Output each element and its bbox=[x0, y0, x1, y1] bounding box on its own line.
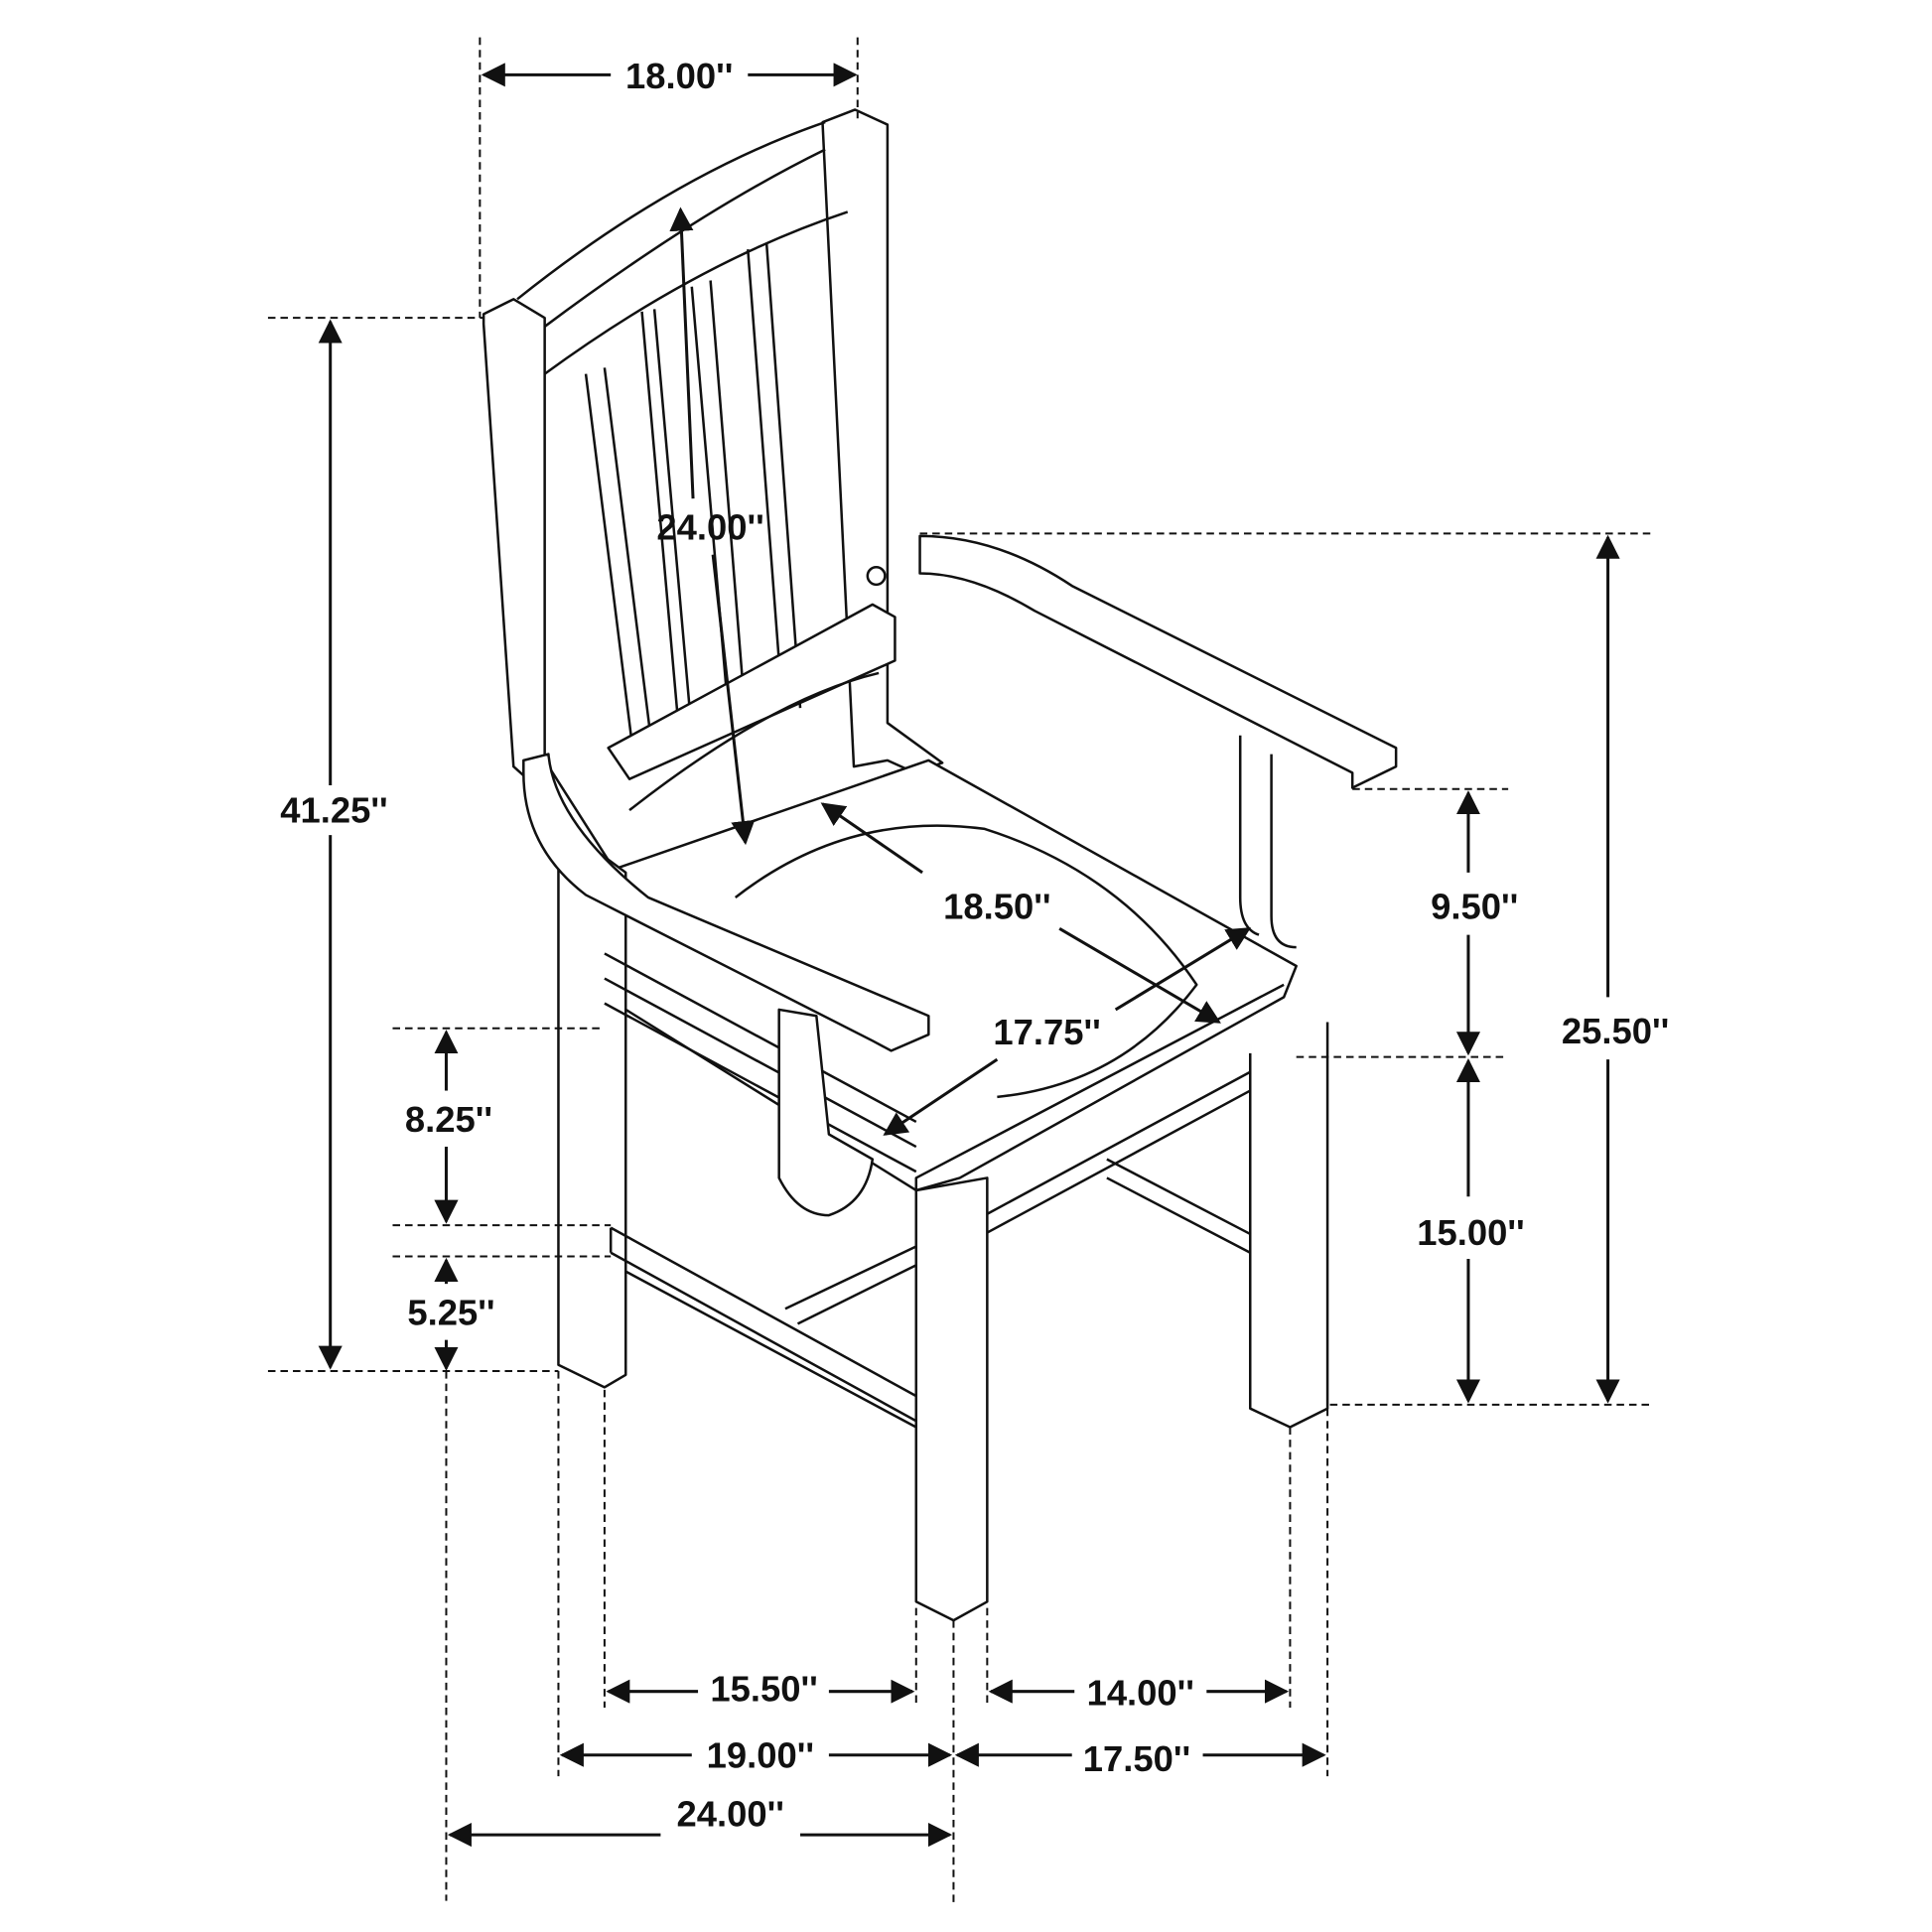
label-overall-depth: 24.00'' bbox=[677, 1793, 784, 1834]
label-leg-depth: 19.00'' bbox=[707, 1734, 814, 1775]
label-stretcher-height: 5.25'' bbox=[407, 1293, 494, 1333]
label-arm-above-seat: 9.50'' bbox=[1431, 886, 1518, 926]
label-stretcher-gap: 8.25'' bbox=[405, 1099, 492, 1140]
label-back-width: 18.00'' bbox=[625, 56, 733, 96]
label-leg-width: 17.50'' bbox=[1083, 1738, 1190, 1779]
label-seat-width: 17.75'' bbox=[993, 1012, 1100, 1052]
dimension-arrows bbox=[318, 63, 1620, 1848]
label-inner-width: 14.00'' bbox=[1087, 1673, 1194, 1714]
label-inner-depth: 15.50'' bbox=[710, 1669, 817, 1710]
label-seat-depth: 18.50'' bbox=[943, 886, 1050, 926]
label-overall-height: 41.25'' bbox=[280, 790, 387, 831]
dimension-labels: 18.00'' 24.00'' 41.25'' 25.50'' 9.50'' 1… bbox=[280, 56, 1669, 1834]
extension-lines bbox=[267, 37, 1652, 1907]
label-back-height: 24.00'' bbox=[656, 507, 763, 548]
label-arm-height: 25.50'' bbox=[1562, 1011, 1669, 1051]
label-seat-height: 15.00'' bbox=[1417, 1212, 1524, 1253]
chair-drawing bbox=[482, 108, 1398, 1622]
